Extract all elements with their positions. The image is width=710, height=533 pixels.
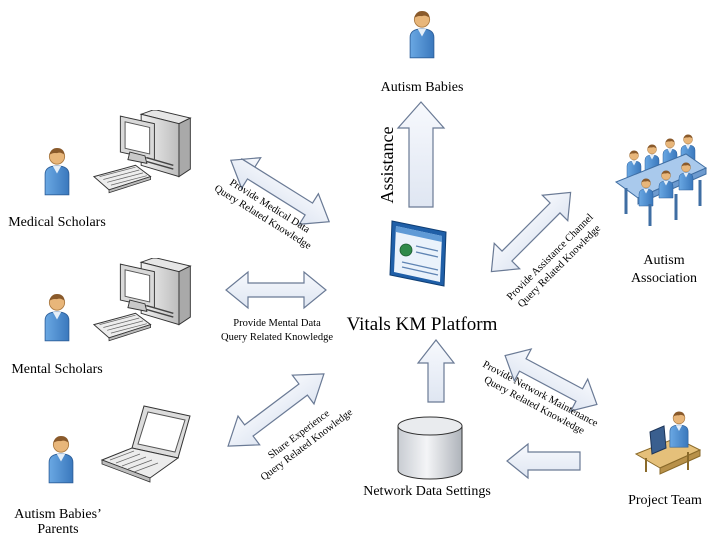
association-label-line1: Autism bbox=[643, 253, 684, 268]
arrow-platform-up bbox=[416, 339, 456, 403]
assistance-label: Assistance bbox=[377, 126, 397, 203]
assistance-channel-edge-label: Provide Assistance Channel Query Related… bbox=[505, 212, 603, 310]
arrow-assistance bbox=[396, 101, 446, 208]
mental-edge-label-line1: Provide Mental Data bbox=[233, 318, 321, 329]
meeting-group-icon bbox=[614, 134, 708, 226]
desktop-pc-icon-mental bbox=[93, 258, 192, 342]
arrow-network-maintenance bbox=[504, 348, 598, 412]
arrow-medical-data bbox=[229, 157, 331, 225]
mental-edge-label-line2: Query Related Knowledge bbox=[221, 332, 333, 343]
platform-label: Vitals KM Platform bbox=[347, 314, 498, 335]
parents-label-line1: Autism Babies’ bbox=[14, 507, 102, 522]
arrow-mental-data bbox=[225, 270, 327, 310]
arrow-share-experience bbox=[227, 373, 325, 447]
person-icon-mental-scholars bbox=[44, 293, 70, 342]
arrow-assistance-channel bbox=[490, 191, 572, 273]
person-icon-autism-babies bbox=[409, 10, 435, 59]
database-icon bbox=[397, 416, 463, 480]
laptop-icon bbox=[100, 405, 191, 483]
project-team-label: Project Team bbox=[628, 493, 702, 508]
assistance-channel-label-line1: Provide Assistance Channel bbox=[505, 212, 596, 303]
person-icon-parents bbox=[48, 435, 74, 484]
association-label-line2: Association bbox=[631, 271, 697, 286]
parents-label-line2: Parents bbox=[37, 522, 78, 533]
autism-babies-label: Autism Babies bbox=[381, 80, 464, 95]
medical-scholars-label: Medical Scholars bbox=[8, 215, 106, 230]
mental-scholars-label: Mental Scholars bbox=[11, 362, 102, 377]
arrow-project-team bbox=[506, 442, 581, 480]
network-data-label: Network Data Settings bbox=[363, 484, 491, 499]
person-icon-medical-scholars bbox=[44, 147, 70, 196]
platform-screen-icon bbox=[389, 220, 447, 287]
desktop-pc-icon-medical bbox=[93, 110, 192, 194]
project-team-icon bbox=[634, 411, 702, 475]
